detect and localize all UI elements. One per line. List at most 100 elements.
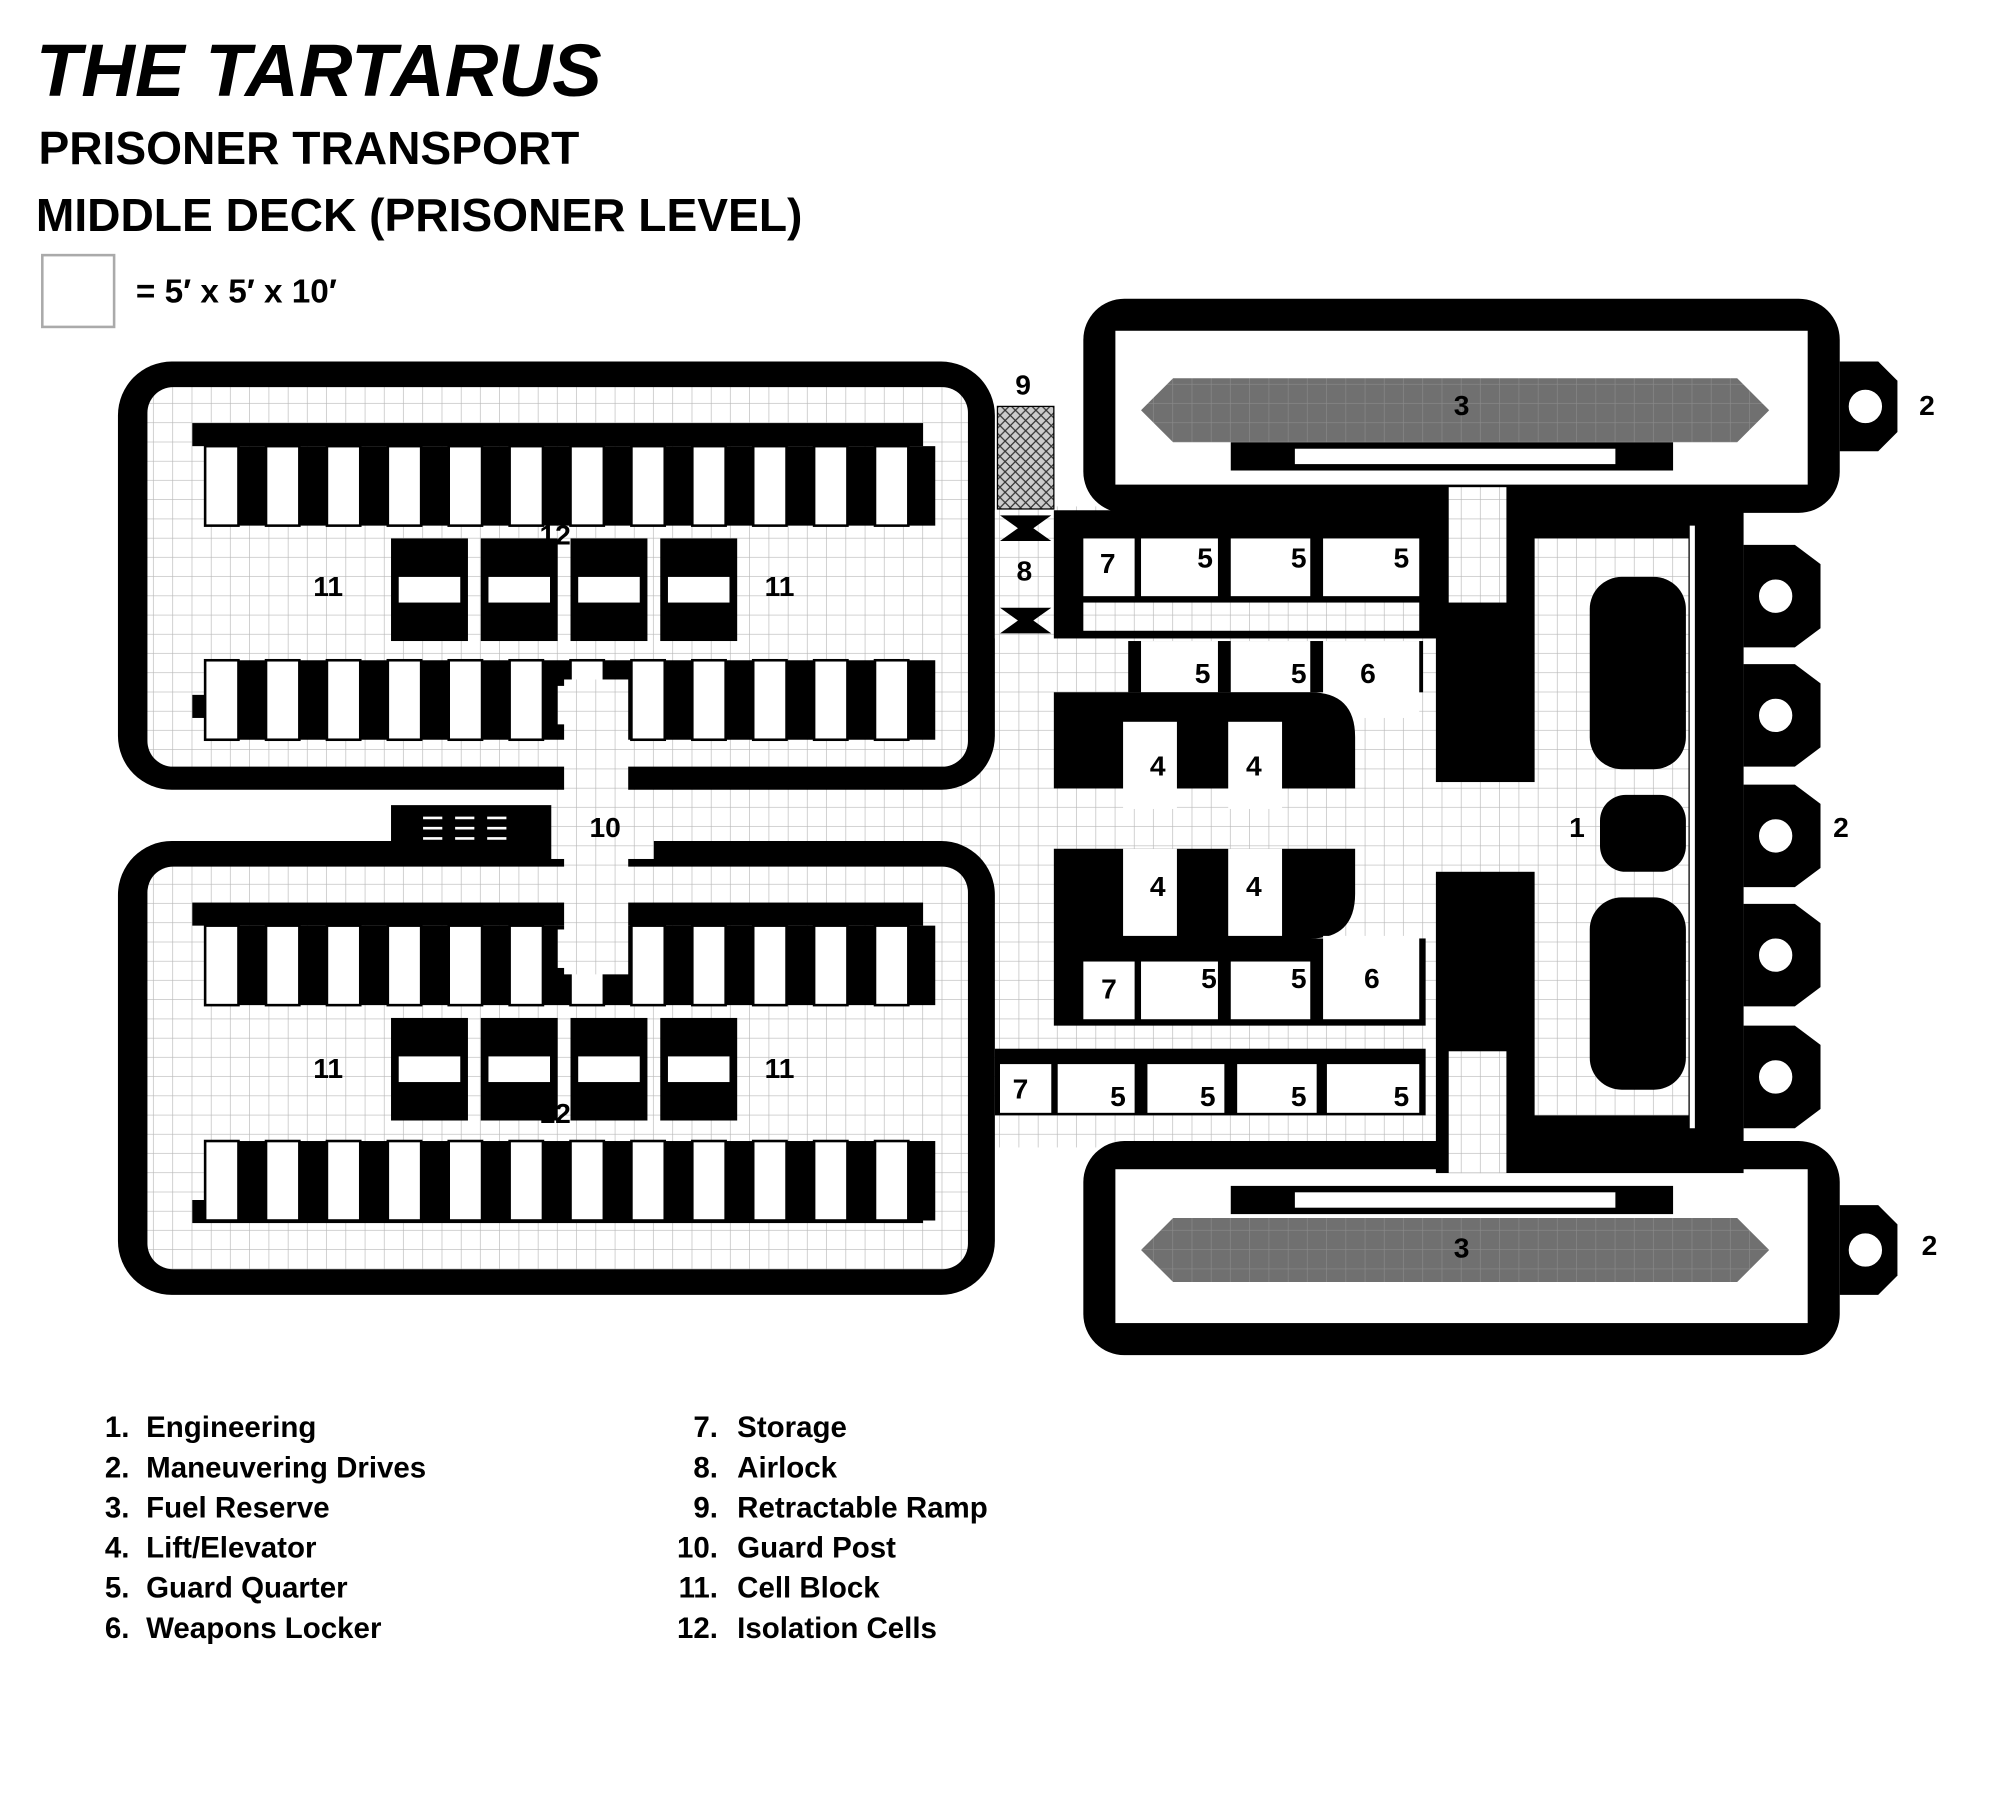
legend-number: 4. <box>105 1532 130 1565</box>
cell <box>508 658 545 742</box>
fuel-block-top <box>1083 298 1840 513</box>
cell-wall <box>542 1141 570 1221</box>
legend-item: 1.Engineering <box>105 1411 317 1444</box>
cell-wall <box>664 925 692 1006</box>
map-label-storage-3: 7 <box>1013 1072 1029 1104</box>
cell <box>325 924 362 1007</box>
cell-wall <box>847 446 875 526</box>
maneuvering-drive <box>1743 664 1821 767</box>
cell-wall <box>421 925 449 1006</box>
cell-wall <box>603 1141 631 1221</box>
legend-item: 8.Airlock <box>693 1451 837 1484</box>
retractable-ramp <box>996 405 1055 510</box>
map-label-guard-11: 5 <box>1393 1080 1409 1112</box>
cell <box>325 658 362 742</box>
isolation-cell-interior <box>398 1056 461 1083</box>
isolation-cell-interior <box>398 576 461 603</box>
cell-wall <box>786 1141 814 1221</box>
cell-wall <box>603 446 631 526</box>
isolation-cell-interior <box>488 1056 550 1083</box>
map-label-guard-3: 5 <box>1393 542 1409 574</box>
legend-number: 10. <box>677 1532 718 1565</box>
engineering-section <box>1416 487 1744 1174</box>
cell <box>569 1139 606 1222</box>
legend-item: 7. Storage <box>693 1411 847 1444</box>
legend-number: 1. <box>105 1411 130 1444</box>
cell <box>447 924 484 1007</box>
cell-wall <box>238 1141 266 1221</box>
connector-walkway <box>391 805 571 849</box>
map-label-guard-1: 5 <box>1197 542 1213 574</box>
cell-wall <box>664 660 692 740</box>
map-label-guard-2: 5 <box>1291 542 1307 574</box>
cell <box>264 924 301 1007</box>
cell-wall <box>299 446 327 526</box>
cell <box>873 924 910 1007</box>
maneuvering-drive <box>1839 361 1898 452</box>
map-label-drive-bottom: 2 <box>1922 1229 1938 1261</box>
cell-wall <box>238 660 266 740</box>
legend-name: Storage <box>737 1411 847 1444</box>
cell <box>812 444 849 527</box>
legend-number: 7. <box>693 1411 718 1444</box>
cell <box>264 1139 301 1222</box>
cell <box>447 1139 484 1222</box>
maneuvering-drive <box>1743 1025 1821 1129</box>
fuel-tank-bottom <box>1141 1217 1770 1283</box>
cell-wall <box>786 925 814 1006</box>
guard-quarters-bottom <box>994 935 1426 1116</box>
cell-wall <box>299 1141 327 1221</box>
cell <box>630 444 667 527</box>
lift-block-bottom <box>1053 848 1356 939</box>
cell <box>386 658 423 742</box>
legend-name: Cell Block <box>737 1572 880 1605</box>
map-label-fuel-top: 3 <box>1454 389 1470 421</box>
cell <box>386 1139 423 1222</box>
cell <box>508 444 545 527</box>
scale-label: = 5′ x 5′ x 10′ <box>136 274 337 311</box>
cell-wall <box>847 660 875 740</box>
legend-item: 10.Guard Post <box>677 1532 896 1565</box>
cell <box>751 658 788 742</box>
map-label-cell-4: 11 <box>765 1052 795 1084</box>
scale-square <box>41 253 116 329</box>
cell-wall <box>360 660 388 740</box>
cell-wall <box>238 446 266 526</box>
map-label-guard-4: 5 <box>1195 657 1211 689</box>
map-subtitle: PRISONER TRANSPORT <box>38 122 579 174</box>
cell-wall <box>421 1141 449 1221</box>
cell-wall <box>482 925 509 1006</box>
isolation-cell-interior <box>667 1056 730 1083</box>
map-label-drive-top: 2 <box>1919 389 1935 421</box>
map-label-guard-5: 5 <box>1291 657 1307 689</box>
cell <box>873 1139 910 1222</box>
legend-name: Guard Quarter <box>146 1572 348 1605</box>
legend-item: 11.Cell Block <box>679 1572 881 1605</box>
cell-wall <box>664 1141 692 1221</box>
cell-wall <box>482 1141 509 1221</box>
cell-wall <box>664 446 692 526</box>
cell-wall <box>542 446 570 526</box>
cell <box>691 444 727 527</box>
map-label-storage-1: 7 <box>1100 547 1116 579</box>
map-label-ramp: 9 <box>1015 369 1031 401</box>
cell-wall <box>725 925 753 1006</box>
map-label-isolation-top: 12 <box>539 519 570 551</box>
legend-item: 5.Guard Quarter <box>105 1572 348 1605</box>
map-label-storage-2: 7 <box>1101 972 1117 1004</box>
legend-item: 3.Fuel Reserve <box>105 1491 330 1524</box>
cell <box>203 924 240 1007</box>
cell <box>873 444 910 527</box>
isolation-cell-interior <box>578 1056 640 1083</box>
map-label-fuel-bottom: 3 <box>1454 1231 1470 1263</box>
legend-item: 12.Isolation Cells <box>677 1612 937 1645</box>
legend-name: Retractable Ramp <box>737 1491 988 1524</box>
cell <box>508 924 545 1007</box>
cell <box>508 1139 545 1222</box>
deck-name: MIDDLE DECK (PRISONER LEVEL) <box>36 189 802 241</box>
cell <box>691 924 727 1007</box>
cell <box>630 924 667 1007</box>
cell-wall <box>908 446 936 526</box>
legend-number: 6. <box>105 1612 130 1645</box>
legend-item: 6.Weapons Locker <box>105 1612 382 1645</box>
